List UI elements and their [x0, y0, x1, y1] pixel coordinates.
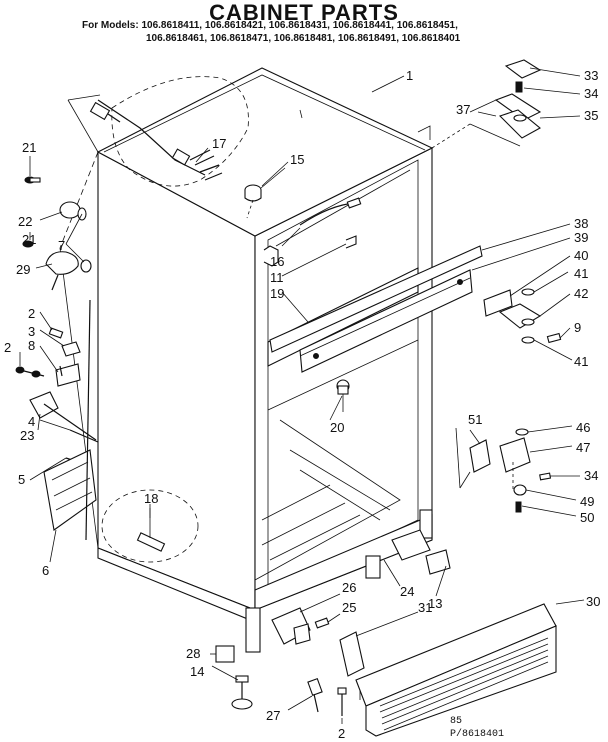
callout-17: 17	[212, 136, 226, 151]
callout-7: 7	[58, 238, 65, 253]
callout-18: 18	[144, 491, 158, 506]
callout-numbers: 1 17 15 16 11 19 20 21 22 21 7 29 2 3 8 …	[4, 68, 600, 741]
callout-22: 22	[18, 214, 32, 229]
model-list-line-2: 106.8618461, 106.8618471, 106.8618481, 1…	[146, 33, 461, 44]
callout-11: 11	[270, 270, 284, 285]
callout-5: 5	[18, 472, 25, 487]
callout-46: 46	[576, 420, 590, 435]
callout-31: 31	[418, 600, 432, 615]
callout-15: 15	[290, 152, 304, 167]
upper-hinge-assembly	[431, 59, 542, 149]
callout-49: 49	[580, 494, 594, 509]
callout-leaders	[19, 67, 585, 724]
callout-8: 8	[28, 338, 35, 353]
cabinet-shell	[96, 67, 434, 653]
callout-13: 13	[428, 596, 442, 611]
callout-1: 1	[406, 68, 413, 83]
callout-4: 4	[28, 414, 35, 429]
callout-41a: 41	[574, 266, 588, 281]
callout-27: 27	[266, 708, 280, 723]
left-side-components	[15, 176, 99, 541]
callout-30: 30	[586, 594, 600, 609]
callout-41b: 41	[574, 354, 588, 369]
model-list: For Models: 106.8618411, 106.8618421, 10…	[82, 19, 542, 45]
callout-16: 16	[270, 254, 284, 269]
callout-2c: 2	[338, 726, 345, 741]
bottom-components	[215, 529, 557, 737]
callout-34a: 34	[584, 86, 598, 101]
callout-42: 42	[574, 286, 588, 301]
wiring-harness-part	[89, 76, 249, 187]
callout-26: 26	[342, 580, 356, 595]
callout-23: 23	[20, 428, 34, 443]
callout-20: 20	[330, 420, 344, 435]
callout-51: 51	[468, 412, 482, 427]
middle-hinge-assembly	[483, 288, 562, 344]
callout-21b: 21	[22, 232, 36, 247]
callout-34b: 34	[584, 468, 598, 483]
callout-38: 38	[574, 216, 588, 231]
insulation-panel-part	[101, 489, 199, 563]
callout-33: 33	[584, 68, 598, 83]
callout-47: 47	[576, 440, 590, 455]
plug-part-15	[244, 167, 286, 219]
callout-9: 9	[574, 320, 581, 335]
callout-2b: 2	[4, 340, 11, 355]
footer-code-85: 85	[450, 716, 462, 727]
callout-2a: 2	[28, 306, 35, 321]
callout-35: 35	[584, 108, 598, 123]
callout-50: 50	[580, 510, 594, 525]
plug-part-20	[336, 379, 350, 412]
callout-39: 39	[574, 230, 588, 245]
callout-40: 40	[574, 248, 588, 263]
callout-24: 24	[400, 584, 414, 599]
footer-part-code: P/8618401	[450, 728, 504, 740]
callout-3: 3	[28, 324, 35, 339]
callout-28: 28	[186, 646, 200, 661]
model-list-line-1: For Models: 106.8618411, 106.8618421, 10…	[82, 20, 458, 31]
callout-37: 37	[456, 102, 470, 117]
diagram-title: CABINET PARTS	[209, 0, 399, 25]
callout-25: 25	[342, 600, 356, 615]
callout-29: 29	[16, 262, 30, 277]
callout-19: 19	[270, 286, 284, 301]
callout-14: 14	[190, 664, 204, 679]
callout-21a: 21	[22, 140, 36, 155]
callout-6: 6	[42, 563, 49, 578]
lower-hinge-assembly	[455, 427, 552, 513]
center-rail-38-39	[269, 245, 483, 373]
